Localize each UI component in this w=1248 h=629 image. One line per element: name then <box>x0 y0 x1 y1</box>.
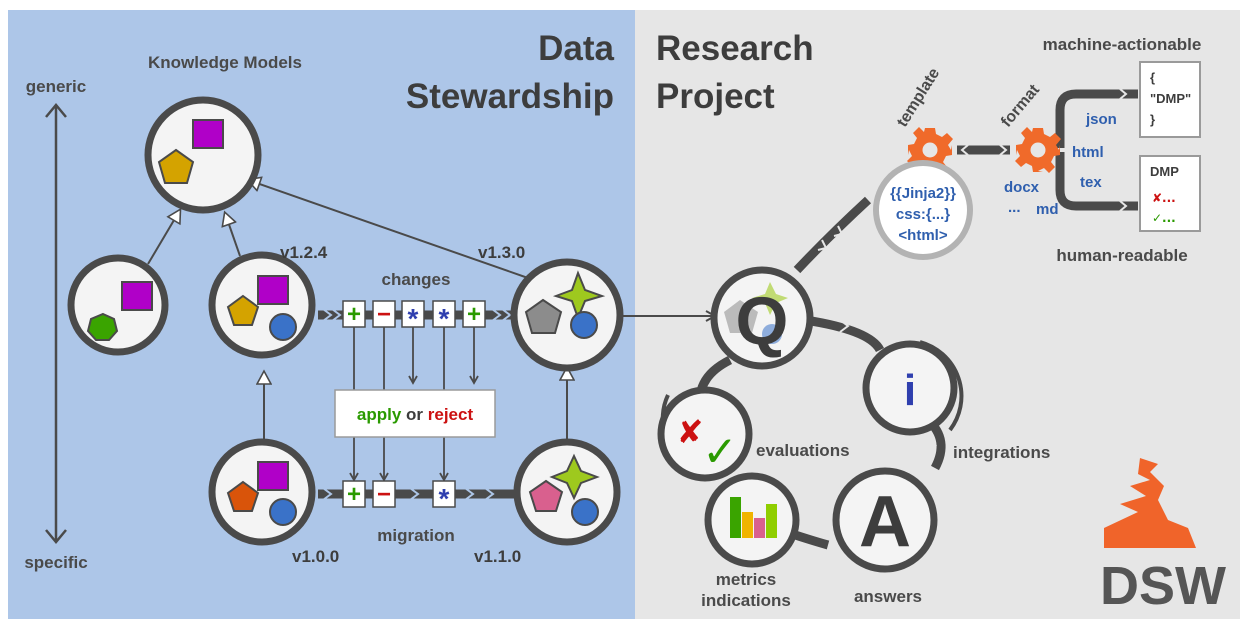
changes-label: changes <box>382 270 451 289</box>
apply-or-reject-box: apply or reject <box>334 389 496 438</box>
axis-label-generic: generic <box>26 77 86 96</box>
generic-specific-axis <box>45 103 67 544</box>
inheritance-arrows <box>147 180 567 445</box>
template-line-3: <html> <box>898 227 947 244</box>
machine-doc-line-3: } <box>1150 112 1155 127</box>
migration-edit: * <box>432 480 456 514</box>
metrics-node[interactable] <box>704 472 800 568</box>
knowledge-models-title: Knowledge Models <box>148 53 302 72</box>
machine-document[interactable]: { "DMP" } <box>1139 61 1201 138</box>
change-add-1: + <box>342 300 366 328</box>
migration-add: + <box>342 480 366 508</box>
questionnaire-letter: Q <box>736 283 789 359</box>
human-doc-pass-line: ✓... <box>1152 211 1176 225</box>
version-label-v100: v1.0.0 <box>292 547 339 566</box>
svg-text:apply or reject: apply or reject <box>357 405 474 424</box>
svg-text:−: − <box>377 301 391 328</box>
evaluation-fail-icon: ✘ <box>677 413 704 451</box>
km-node-v100[interactable] <box>208 438 316 546</box>
apply-label: apply <box>357 405 402 424</box>
format-tex: tex <box>1080 174 1102 191</box>
version-label-v124: v1.2.4 <box>280 243 328 262</box>
machine-doc-line-1: { <box>1150 70 1155 85</box>
template-line-1: {{Jinja2}} <box>890 185 956 202</box>
human-readable-label: human-readable <box>1056 246 1187 265</box>
version-label-v130: v1.3.0 <box>478 243 525 262</box>
pipeline-chevrons <box>960 88 1128 212</box>
format-md: md <box>1036 201 1059 218</box>
answers-letter: A <box>859 482 911 562</box>
format-dots: ... <box>1008 199 1021 216</box>
human-doc-fail-line: ✘... <box>1152 191 1176 205</box>
change-symbols-bottom: + − * <box>342 480 456 514</box>
svg-text:*: * <box>439 303 450 334</box>
format-gear-icon <box>1015 127 1061 173</box>
svg-text:*: * <box>408 303 419 334</box>
change-add-2: + <box>462 300 486 328</box>
change-edit-1: * <box>401 300 425 334</box>
svg-text:−: − <box>377 481 391 508</box>
metrics-label-line1: metrics <box>716 570 776 589</box>
evaluation-pass-icon: ✓ <box>702 427 737 476</box>
reject-label: reject <box>428 405 474 424</box>
axis-label-specific: specific <box>24 553 87 572</box>
km-node-v124[interactable] <box>208 251 316 359</box>
section-title-stewardship: Stewardship <box>406 77 614 116</box>
questionnaire-node[interactable]: Q <box>710 266 814 370</box>
answers-node[interactable]: A <box>832 467 938 573</box>
metrics-label-line2: indications <box>701 591 791 610</box>
km-node-branch-a[interactable] <box>67 254 169 356</box>
change-remove-1: − <box>372 300 396 328</box>
pipeline-tracks <box>957 89 1138 211</box>
km-node-root[interactable] <box>144 96 262 214</box>
evaluations-node[interactable]: ✘ ✓ <box>657 386 753 482</box>
dsw-logo-text: DSW <box>1100 556 1226 616</box>
svg-text:+: + <box>347 301 361 328</box>
template-bubble: {{Jinja2}} css:{...} <html> <box>873 160 973 260</box>
change-edit-2: * <box>432 300 456 334</box>
human-document[interactable]: DMP ✘... ✓... <box>1139 155 1201 232</box>
format-json: json <box>1085 111 1117 128</box>
section-title-research: Research <box>656 29 814 68</box>
format-docx: docx <box>1004 179 1040 196</box>
svg-text:*: * <box>439 483 450 514</box>
format-html: html <box>1072 144 1104 161</box>
svg-text:+: + <box>347 481 361 508</box>
template-line-2: css:{...} <box>896 206 950 223</box>
section-title-data: Data <box>538 29 614 68</box>
km-node-v130[interactable] <box>510 258 624 372</box>
project-ring <box>695 196 946 550</box>
section-title-project: Project <box>656 77 775 116</box>
machine-doc-line-2: "DMP" <box>1150 91 1191 106</box>
change-symbols-top: + − * * + <box>342 300 486 334</box>
ring-chevrons <box>817 225 937 455</box>
answers-label: answers <box>854 587 922 606</box>
km-node-v110[interactable] <box>513 438 621 546</box>
dsw-logo: DSW <box>1100 458 1226 616</box>
integrations-icon-letter: i <box>904 366 916 415</box>
integrations-node[interactable]: i <box>862 340 964 436</box>
migration-remove: − <box>372 480 396 508</box>
integrations-label: integrations <box>953 443 1050 462</box>
or-label: or <box>406 405 423 424</box>
version-label-v110: v1.1.0 <box>474 547 521 566</box>
evaluations-label: evaluations <box>756 441 850 460</box>
dsw-hat-icon <box>1104 458 1196 548</box>
human-doc-title: DMP <box>1150 164 1179 179</box>
migration-label: migration <box>377 526 454 545</box>
svg-text:+: + <box>467 301 481 328</box>
machine-actionable-label: machine-actionable <box>1043 35 1202 54</box>
